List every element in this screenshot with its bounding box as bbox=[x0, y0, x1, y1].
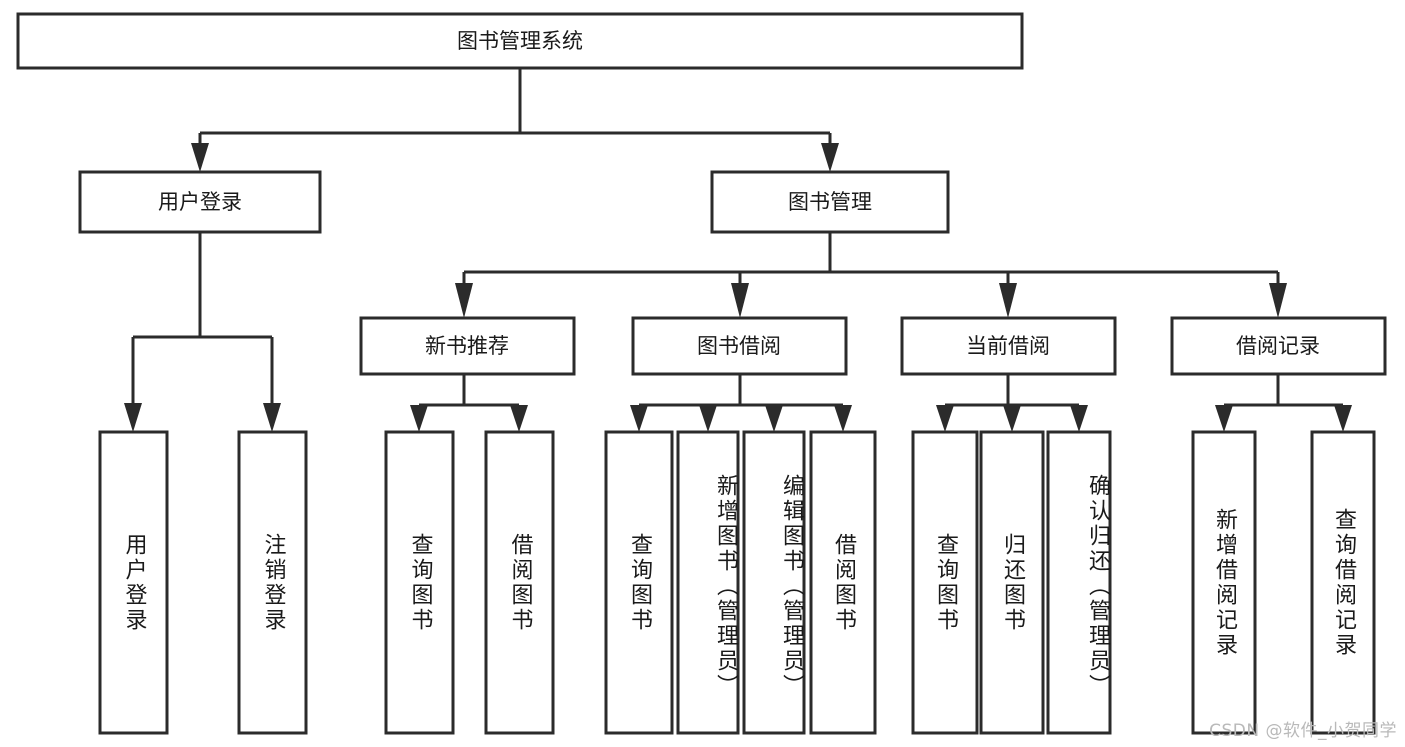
leaf-query-book-rec-box[interactable] bbox=[384, 430, 455, 735]
leaf-edit-book-admin-box[interactable] bbox=[742, 430, 806, 735]
connector-group-borrow-record-to-leaves bbox=[1215, 374, 1352, 432]
connector-group-root-to-level2 bbox=[191, 68, 839, 172]
connector-group-book-borrow-to-leaves bbox=[630, 374, 852, 432]
node-book-manage-box[interactable] bbox=[710, 170, 950, 234]
arrow-head-current-borrow bbox=[999, 283, 1017, 318]
arrow-head-leaf-logout-login bbox=[263, 403, 281, 432]
arrow-head-leaf-query-book-rec bbox=[410, 405, 428, 432]
node-root[interactable]: 图书管理系统 bbox=[16, 12, 1024, 70]
leaf-borrow-book-rec-box[interactable] bbox=[484, 430, 555, 735]
leaf-logout-login-box[interactable] bbox=[237, 430, 308, 735]
arrow-head-leaf-query-borrow-record bbox=[1334, 405, 1352, 432]
arrow-head-leaf-borrow-book bbox=[834, 405, 852, 432]
node-current-borrow-label: 当前借阅 bbox=[966, 334, 1050, 358]
leaf-add-book-admin-box[interactable] bbox=[676, 430, 740, 735]
arrow-head-book-manage bbox=[821, 143, 839, 172]
node-borrow-record[interactable]: 借阅记录 bbox=[1170, 316, 1387, 376]
leaf-query-borrow-record-box[interactable] bbox=[1310, 430, 1376, 735]
arrow-head-leaf-borrow-book-rec bbox=[510, 405, 528, 432]
node-current-borrow[interactable]: 当前借阅 bbox=[900, 316, 1117, 376]
node-new-book-recommend-box[interactable] bbox=[359, 316, 576, 376]
arrow-head-leaf-edit-book-admin bbox=[765, 405, 783, 432]
node-borrow-record-label: 借阅记录 bbox=[1236, 334, 1320, 358]
node-user-login-box[interactable] bbox=[78, 170, 322, 234]
leaf-query-book-borrow-box[interactable] bbox=[604, 430, 674, 735]
node-root-box[interactable] bbox=[16, 12, 1024, 70]
node-book-manage-label: 图书管理 bbox=[788, 190, 872, 214]
csdn-watermark: CSDN @软件_小贺同学 bbox=[1209, 721, 1397, 741]
node-book-borrow-label: 图书借阅 bbox=[697, 334, 781, 358]
node-new-book-recommend[interactable]: 新书推荐 bbox=[359, 316, 576, 376]
node-user-login-label: 用户登录 bbox=[158, 190, 242, 214]
node-user-login[interactable]: 用户登录 bbox=[78, 170, 322, 234]
arrow-head-borrow-record bbox=[1269, 283, 1287, 318]
connector-group-current-borrow-to-leaves bbox=[936, 374, 1088, 432]
connector-group-user-login-to-leaves bbox=[124, 232, 281, 432]
node-current-borrow-box[interactable] bbox=[900, 316, 1117, 376]
arrow-head-user-login bbox=[191, 143, 209, 172]
arrow-head-leaf-query-book-borrow bbox=[630, 405, 648, 432]
arrow-head-leaf-return-book bbox=[1003, 405, 1021, 432]
arrow-head-new-book-recommend bbox=[455, 283, 473, 318]
leaf-confirm-return-admin-box[interactable] bbox=[1046, 430, 1112, 735]
node-borrow-record-box[interactable] bbox=[1170, 316, 1387, 376]
connector-group-new-book-recommend-to-leaves bbox=[410, 374, 528, 432]
node-new-book-recommend-label: 新书推荐 bbox=[425, 334, 509, 358]
connector-group-book-manage-to-level3 bbox=[455, 232, 1287, 318]
arrow-head-leaf-add-book-admin bbox=[699, 405, 717, 432]
arrow-head-leaf-user-login bbox=[124, 403, 142, 432]
arrow-head-leaf-add-borrow-record bbox=[1215, 405, 1233, 432]
node-book-borrow[interactable]: 图书借阅 bbox=[631, 316, 848, 376]
arrow-head-leaf-confirm-return-admin bbox=[1070, 405, 1088, 432]
arrow-head-leaf-query-book-current bbox=[936, 405, 954, 432]
node-book-borrow-box[interactable] bbox=[631, 316, 848, 376]
leaf-borrow-book-box[interactable] bbox=[809, 430, 877, 735]
arrow-head-book-borrow bbox=[731, 283, 749, 318]
leaf-add-borrow-record-box[interactable] bbox=[1191, 430, 1257, 735]
leaf-user-login-box[interactable] bbox=[98, 430, 169, 735]
node-root-label: 图书管理系统 bbox=[457, 29, 583, 53]
leaf-return-book-box[interactable] bbox=[979, 430, 1045, 735]
node-book-manage[interactable]: 图书管理 bbox=[710, 170, 950, 234]
leaf-boxes-group bbox=[98, 430, 1376, 735]
leaf-query-book-current-box[interactable] bbox=[911, 430, 979, 735]
